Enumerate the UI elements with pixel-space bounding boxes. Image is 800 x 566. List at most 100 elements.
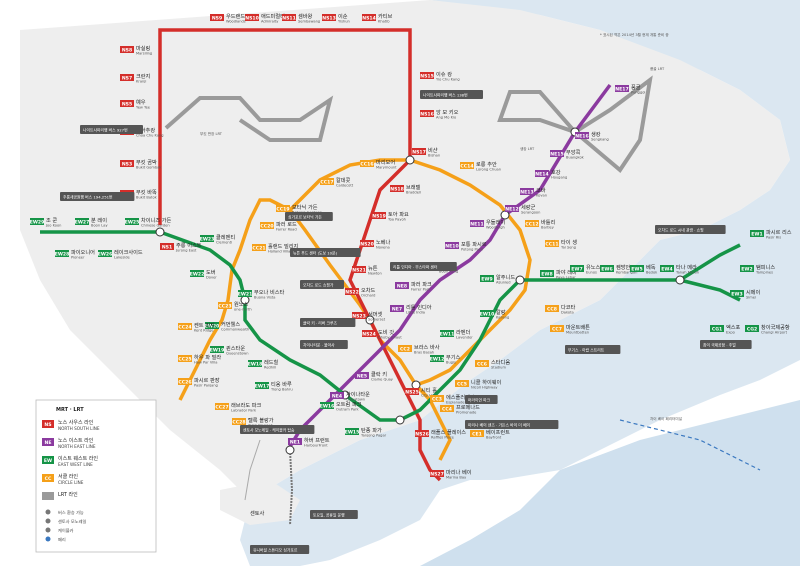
station-name-en: Jurong East — [175, 249, 197, 253]
interchange-paya-lebar[interactable] — [515, 275, 525, 285]
interchange-dhoby-ghaut[interactable] — [365, 315, 375, 325]
station-name-ko: 서머셋 — [368, 310, 383, 318]
interchange-bishan[interactable] — [405, 155, 415, 165]
legend-label-en: EAST WEST LINE — [58, 462, 93, 467]
interchange-city-hall[interactable] — [395, 415, 405, 425]
legend-swatch — [42, 492, 54, 500]
interchange-harbourfront[interactable] — [285, 445, 295, 455]
interchange-jurong-east[interactable] — [155, 227, 165, 237]
station-code: NS15 — [420, 73, 434, 79]
station-name-ko: 다코타 — [561, 303, 576, 311]
info-note-box — [80, 125, 143, 134]
station-name-en: City Hall — [421, 394, 436, 398]
interchange-raffles[interactable] — [411, 380, 421, 390]
interchange-tanah-merah[interactable] — [675, 275, 685, 285]
